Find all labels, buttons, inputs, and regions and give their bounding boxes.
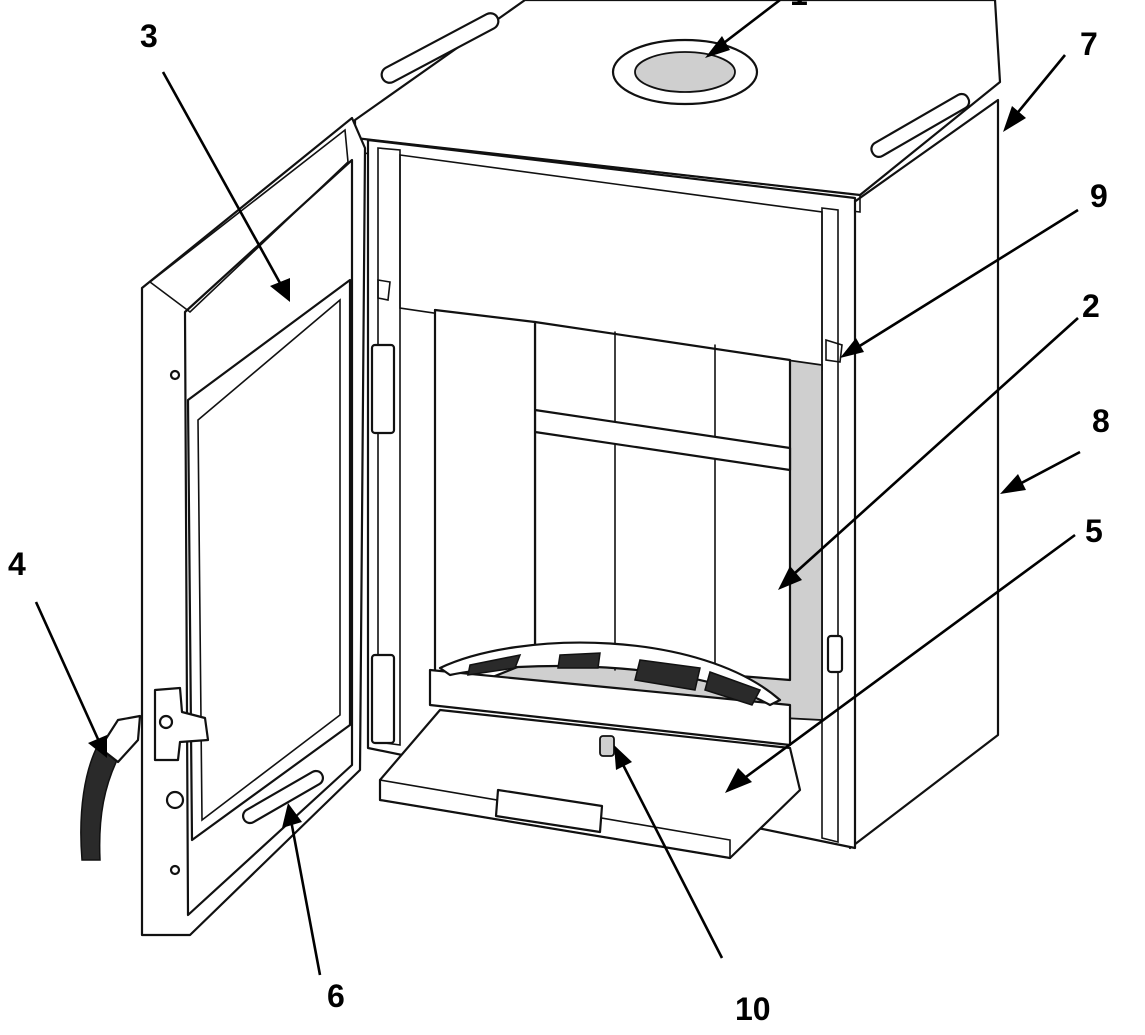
- arrowhead-5: [725, 768, 752, 793]
- callout-3: 3: [140, 18, 158, 54]
- door-glass-frame: [186, 278, 352, 842]
- leader-2: [784, 317, 1079, 583]
- leader-5: [734, 533, 1076, 787]
- leader-4: [34, 601, 104, 749]
- frame-post-left: [377, 147, 401, 746]
- arrowhead-8: [1000, 474, 1026, 494]
- grate-bars: [438, 641, 782, 707]
- callout-8: 8: [1092, 403, 1110, 439]
- callout-2: 2: [1082, 288, 1100, 324]
- callout-10: 10: [735, 991, 771, 1027]
- ash-pan-handle: [494, 788, 604, 834]
- door-pin-bottom: [169, 864, 181, 876]
- arrowhead-4: [88, 735, 107, 758]
- callout-9: 9: [1090, 178, 1108, 214]
- top-slot-left: [380, 12, 500, 84]
- leader-10: [616, 754, 724, 959]
- callout-7: 7: [1080, 26, 1098, 62]
- callout-5: 5: [1085, 513, 1103, 549]
- leader-lines: [34, 0, 1081, 976]
- leader-3: [161, 71, 287, 293]
- door-bolt: [165, 790, 185, 810]
- top-slot-right: [870, 92, 971, 158]
- top-bracket-left: [377, 279, 391, 301]
- side-panel: [848, 98, 1000, 850]
- leader-6: [288, 814, 322, 976]
- arrowhead-2: [778, 566, 802, 590]
- handle-grip: [80, 743, 119, 861]
- grate-slot-3: [634, 659, 701, 691]
- ash-pan-lip: [379, 779, 731, 859]
- door-handle: [80, 714, 142, 861]
- frame-hinge-lower: [370, 653, 396, 745]
- stove-body: [353, 0, 1002, 860]
- flue-opening: [634, 51, 736, 93]
- grate-slot-1: [467, 653, 522, 676]
- arrowhead-7: [1003, 106, 1026, 132]
- door-vent-slot: [241, 769, 325, 825]
- leader-7: [1008, 54, 1067, 123]
- callout-4: 4: [8, 546, 26, 582]
- top-bracket-right: [825, 338, 843, 363]
- latch-pivot: [158, 714, 174, 730]
- arrowhead-1: [705, 36, 730, 58]
- leader-9: [849, 208, 1079, 354]
- firebox-left-wall: [433, 308, 537, 702]
- grate-slot-2: [557, 652, 601, 669]
- ashpan-knob: [599, 735, 615, 757]
- frame-hinge-upper: [370, 343, 396, 435]
- arrowhead-6: [282, 803, 302, 828]
- firebox-rear-wall: [533, 320, 792, 682]
- grate-slot-4: [704, 671, 762, 706]
- door-latch: [153, 686, 210, 762]
- fire-door: [140, 116, 367, 937]
- door-upper-curve: [148, 128, 349, 314]
- door-pin-top: [169, 369, 181, 381]
- arrowhead-3: [270, 278, 290, 302]
- leader-8: [1011, 450, 1081, 490]
- callout-6: 6: [327, 978, 345, 1014]
- frame-latch: [826, 634, 844, 674]
- callout-1: 1: [790, 0, 808, 10]
- arrowhead-10: [614, 745, 632, 770]
- arrowhead-9: [840, 338, 864, 358]
- door-glass-pane: [197, 298, 341, 822]
